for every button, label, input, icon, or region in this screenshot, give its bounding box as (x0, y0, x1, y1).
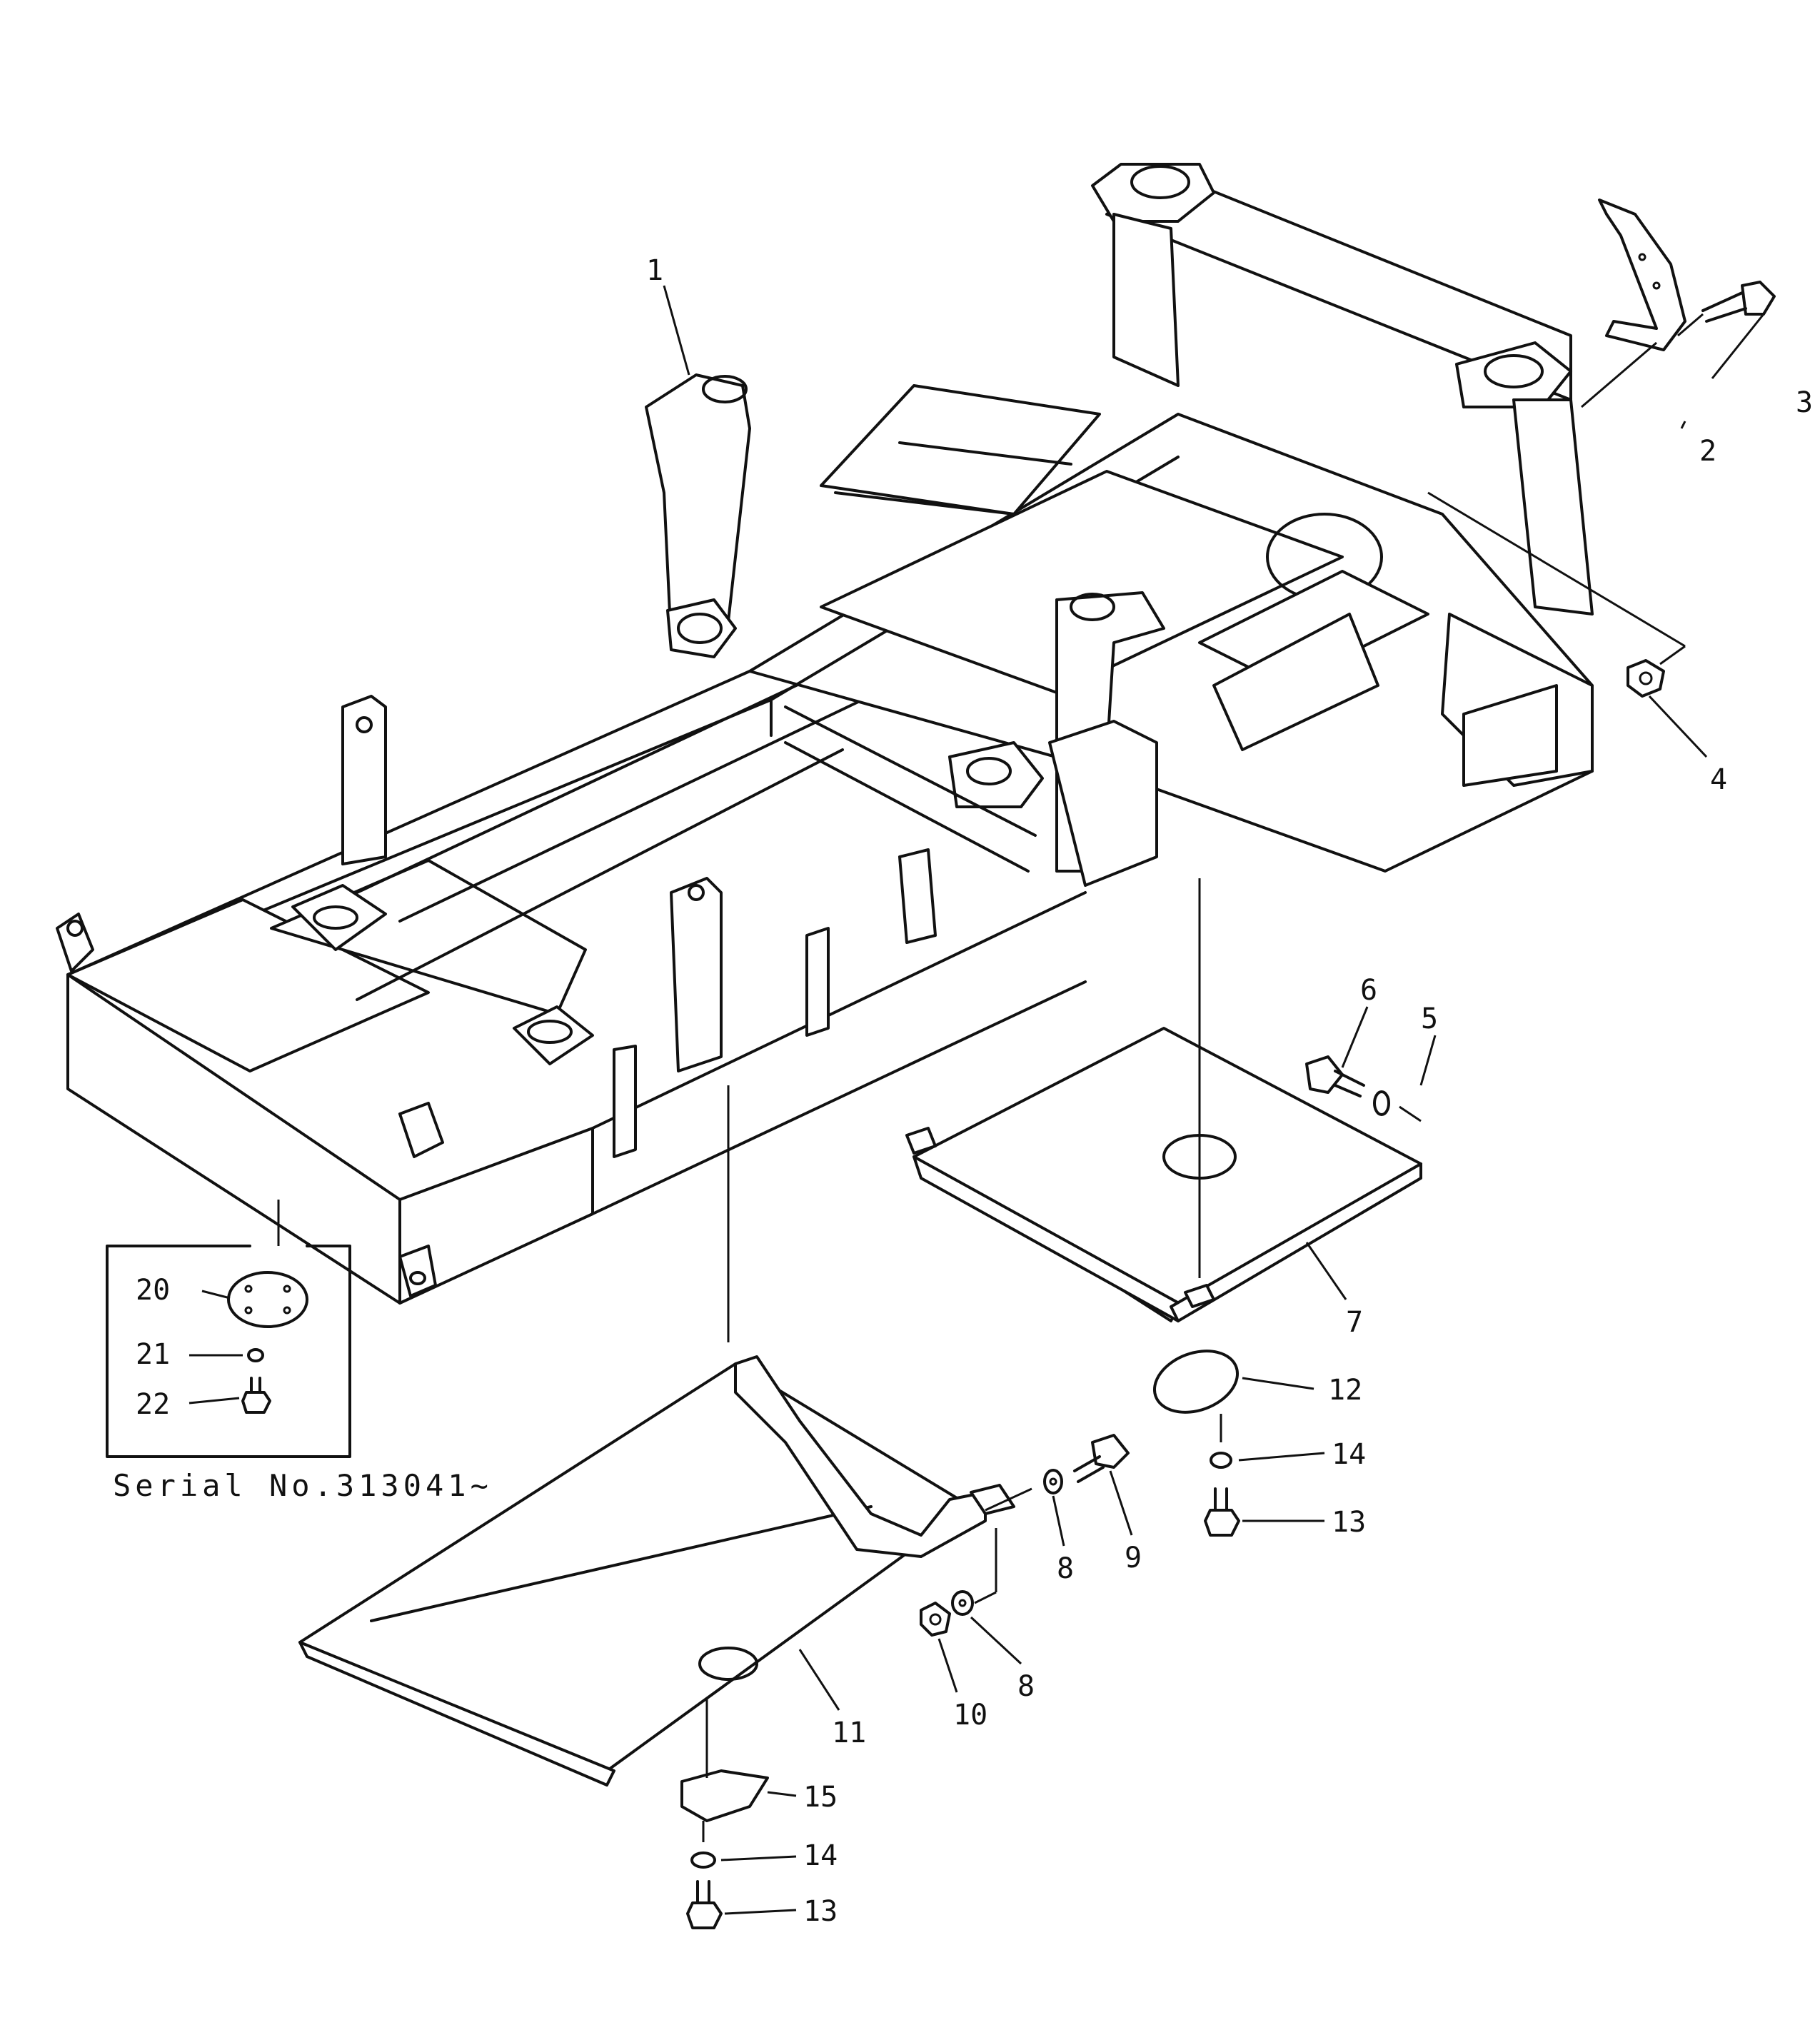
callout-21: 21 (136, 1338, 170, 1371)
callout-2: 2 (1699, 435, 1716, 468)
callout-leaders (663, 285, 1765, 1915)
cover-plate-part-11 (298, 1355, 1015, 1787)
cover-part-12 (1152, 1350, 1240, 1414)
washer-part-5 (1373, 1090, 1390, 1116)
callout-22: 22 (136, 1388, 170, 1421)
callout-3: 3 (1796, 386, 1813, 419)
callout-13-bottom: 13 (803, 1895, 838, 1928)
washer-part-14-bottom (690, 1851, 716, 1869)
nut-part-10 (920, 1602, 951, 1637)
bolt-part-6 (1305, 1055, 1365, 1097)
washer-part-8-upper (1043, 1469, 1063, 1494)
callout-7: 7 (1346, 1306, 1363, 1339)
callout-4: 4 (1710, 763, 1727, 796)
callout-13-right: 13 (1332, 1506, 1366, 1539)
callout-12: 12 (1328, 1374, 1362, 1407)
callout-15: 15 (803, 1781, 838, 1814)
bolt-part-13-bottom (686, 1880, 723, 1929)
bracket-part-2 (1598, 199, 1686, 351)
bolt-part-9 (1073, 1434, 1130, 1483)
cover-plate-part-7 (905, 1027, 1422, 1322)
callout-8-upper: 8 (1057, 1552, 1074, 1585)
main-frame (56, 163, 1594, 1305)
callout-8-lower: 8 (1017, 1670, 1035, 1703)
callout-1: 1 (646, 254, 663, 287)
washer-part-8-lower (951, 1590, 974, 1616)
callout-11: 11 (832, 1717, 866, 1749)
callout-9: 9 (1125, 1542, 1142, 1574)
callout-14-bottom: 14 (803, 1839, 838, 1872)
cover-part-15 (680, 1769, 769, 1822)
serial-inset (106, 1200, 351, 1458)
bolt-part-3 (1701, 281, 1776, 323)
callout-labels: 1 2 3 4 5 6 7 8 8 9 10 11 12 14 13 15 14… (113, 254, 1813, 1928)
callout-14-right: 14 (1332, 1438, 1366, 1471)
nut-part-4 (1627, 659, 1665, 698)
callout-6: 6 (1360, 974, 1377, 1007)
inset-serial-caption: Serial No.313041~ (113, 1468, 493, 1503)
bolt-part-13-right (1204, 1487, 1240, 1537)
callout-5: 5 (1421, 1003, 1438, 1035)
callout-10: 10 (953, 1699, 987, 1732)
callout-20: 20 (136, 1274, 170, 1307)
washer-part-14-right (1210, 1452, 1232, 1469)
